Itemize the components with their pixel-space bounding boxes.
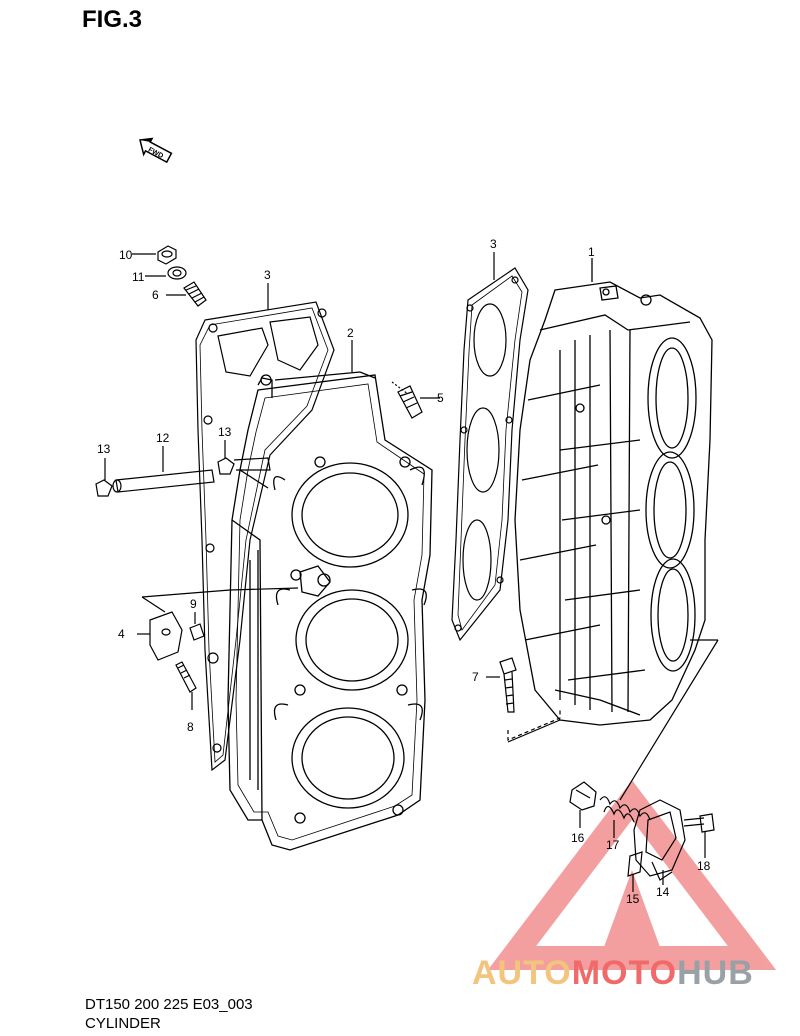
watermark-text: AUTOMOTOHUB [472, 954, 754, 993]
callout-13-left: 13 [97, 442, 111, 456]
cylinder-gasket-right [451, 252, 529, 642]
left-hardware [95, 245, 440, 710]
callout-2: 2 [347, 326, 354, 340]
fwd-arrow-icon: FWD [139, 137, 173, 164]
callout-1: 1 [588, 245, 595, 259]
model-code-caption: DT150 200 225 E03_003 [85, 996, 253, 1013]
section-name-caption: CYLINDER [85, 1015, 161, 1032]
cylinder-head-left [227, 371, 433, 851]
callout-3-left: 3 [264, 268, 271, 282]
callout-13-right: 13 [218, 425, 232, 439]
cylinder-block-right [514, 258, 713, 726]
valve-assembly [569, 639, 719, 892]
figure-title: FIG.3 [82, 6, 143, 33]
callout-11: 11 [132, 270, 145, 284]
callout-3-right: 3 [490, 237, 497, 251]
watermark-moto: MOTO [571, 954, 678, 992]
callout-4: 4 [118, 627, 125, 641]
callout-15: 15 [626, 892, 640, 906]
callout-18: 18 [697, 859, 711, 873]
watermark-auto: AUTO [472, 954, 572, 992]
watermark-logo-icon [487, 780, 777, 970]
watermark-hub: HUB [677, 954, 754, 992]
callout-5: 5 [437, 391, 444, 405]
callout-16: 16 [571, 831, 585, 845]
callout-17: 17 [606, 838, 620, 852]
callout-8: 8 [187, 720, 194, 734]
callout-10: 10 [119, 248, 133, 262]
callout-7: 7 [472, 670, 479, 684]
bolt-7 [486, 657, 561, 743]
callout-6: 6 [152, 288, 159, 302]
callout-12: 12 [156, 431, 170, 445]
callout-labels: 10 11 6 3 2 5 13 12 13 9 4 8 3 1 7 16 17… [97, 237, 711, 906]
callout-9: 9 [190, 597, 197, 611]
callout-14: 14 [656, 885, 670, 899]
cylinder-gasket-left [195, 301, 335, 772]
